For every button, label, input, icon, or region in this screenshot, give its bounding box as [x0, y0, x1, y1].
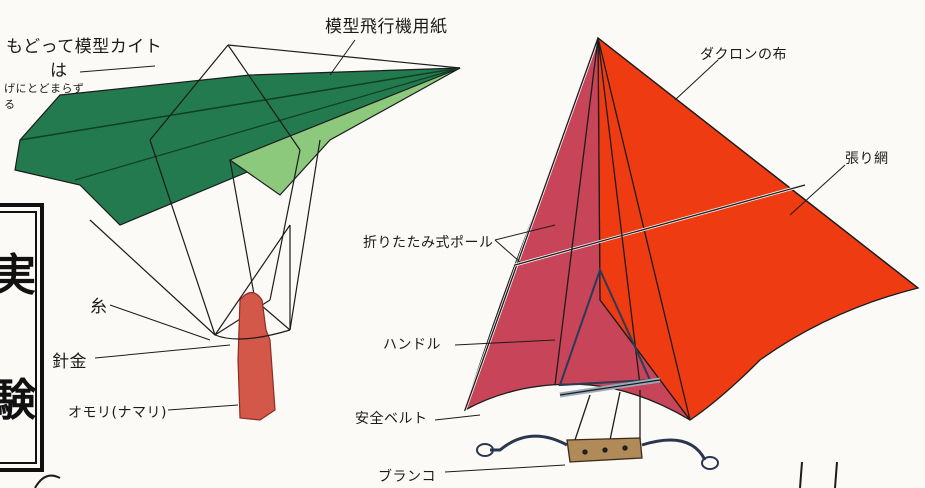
- weight-sinker: [237, 291, 276, 421]
- label-handle: ハンドル: [383, 337, 441, 353]
- label-top-left-1: もどって模型カイト: [6, 37, 163, 57]
- svg-text:実: 実: [0, 250, 36, 301]
- label-model-paper: 模型飛行機用紙: [325, 17, 448, 37]
- svg-text:験: 験: [0, 375, 37, 426]
- label-harimeami: 張り網: [845, 151, 889, 167]
- label-top-left-2: は: [50, 61, 68, 81]
- model-kite-wing: [14, 67, 461, 226]
- label-top-left-4: る: [4, 98, 16, 111]
- label-safety-belt: 安全ベルト: [355, 411, 428, 427]
- label-folding-pole: 折りたたみ式ポール: [363, 235, 494, 251]
- label-swing: ブランコ: [378, 469, 436, 485]
- model-kite-fold: [228, 67, 461, 196]
- label-string: 糸: [90, 297, 108, 317]
- model-kite: [14, 39, 461, 421]
- label-wire: 針金: [52, 352, 87, 372]
- title-frame: 実 験: [0, 203, 44, 472]
- label-dacron: ダクロンの布: [700, 47, 787, 63]
- label-weight: オモリ(ナマリ): [68, 405, 167, 421]
- hang-glider: [434, 36, 920, 473]
- sail-right: [597, 36, 920, 421]
- label-top-left-3: げにとどまらず: [4, 82, 85, 95]
- corner-fragments: [34, 461, 838, 488]
- sail-left: [463, 37, 691, 421]
